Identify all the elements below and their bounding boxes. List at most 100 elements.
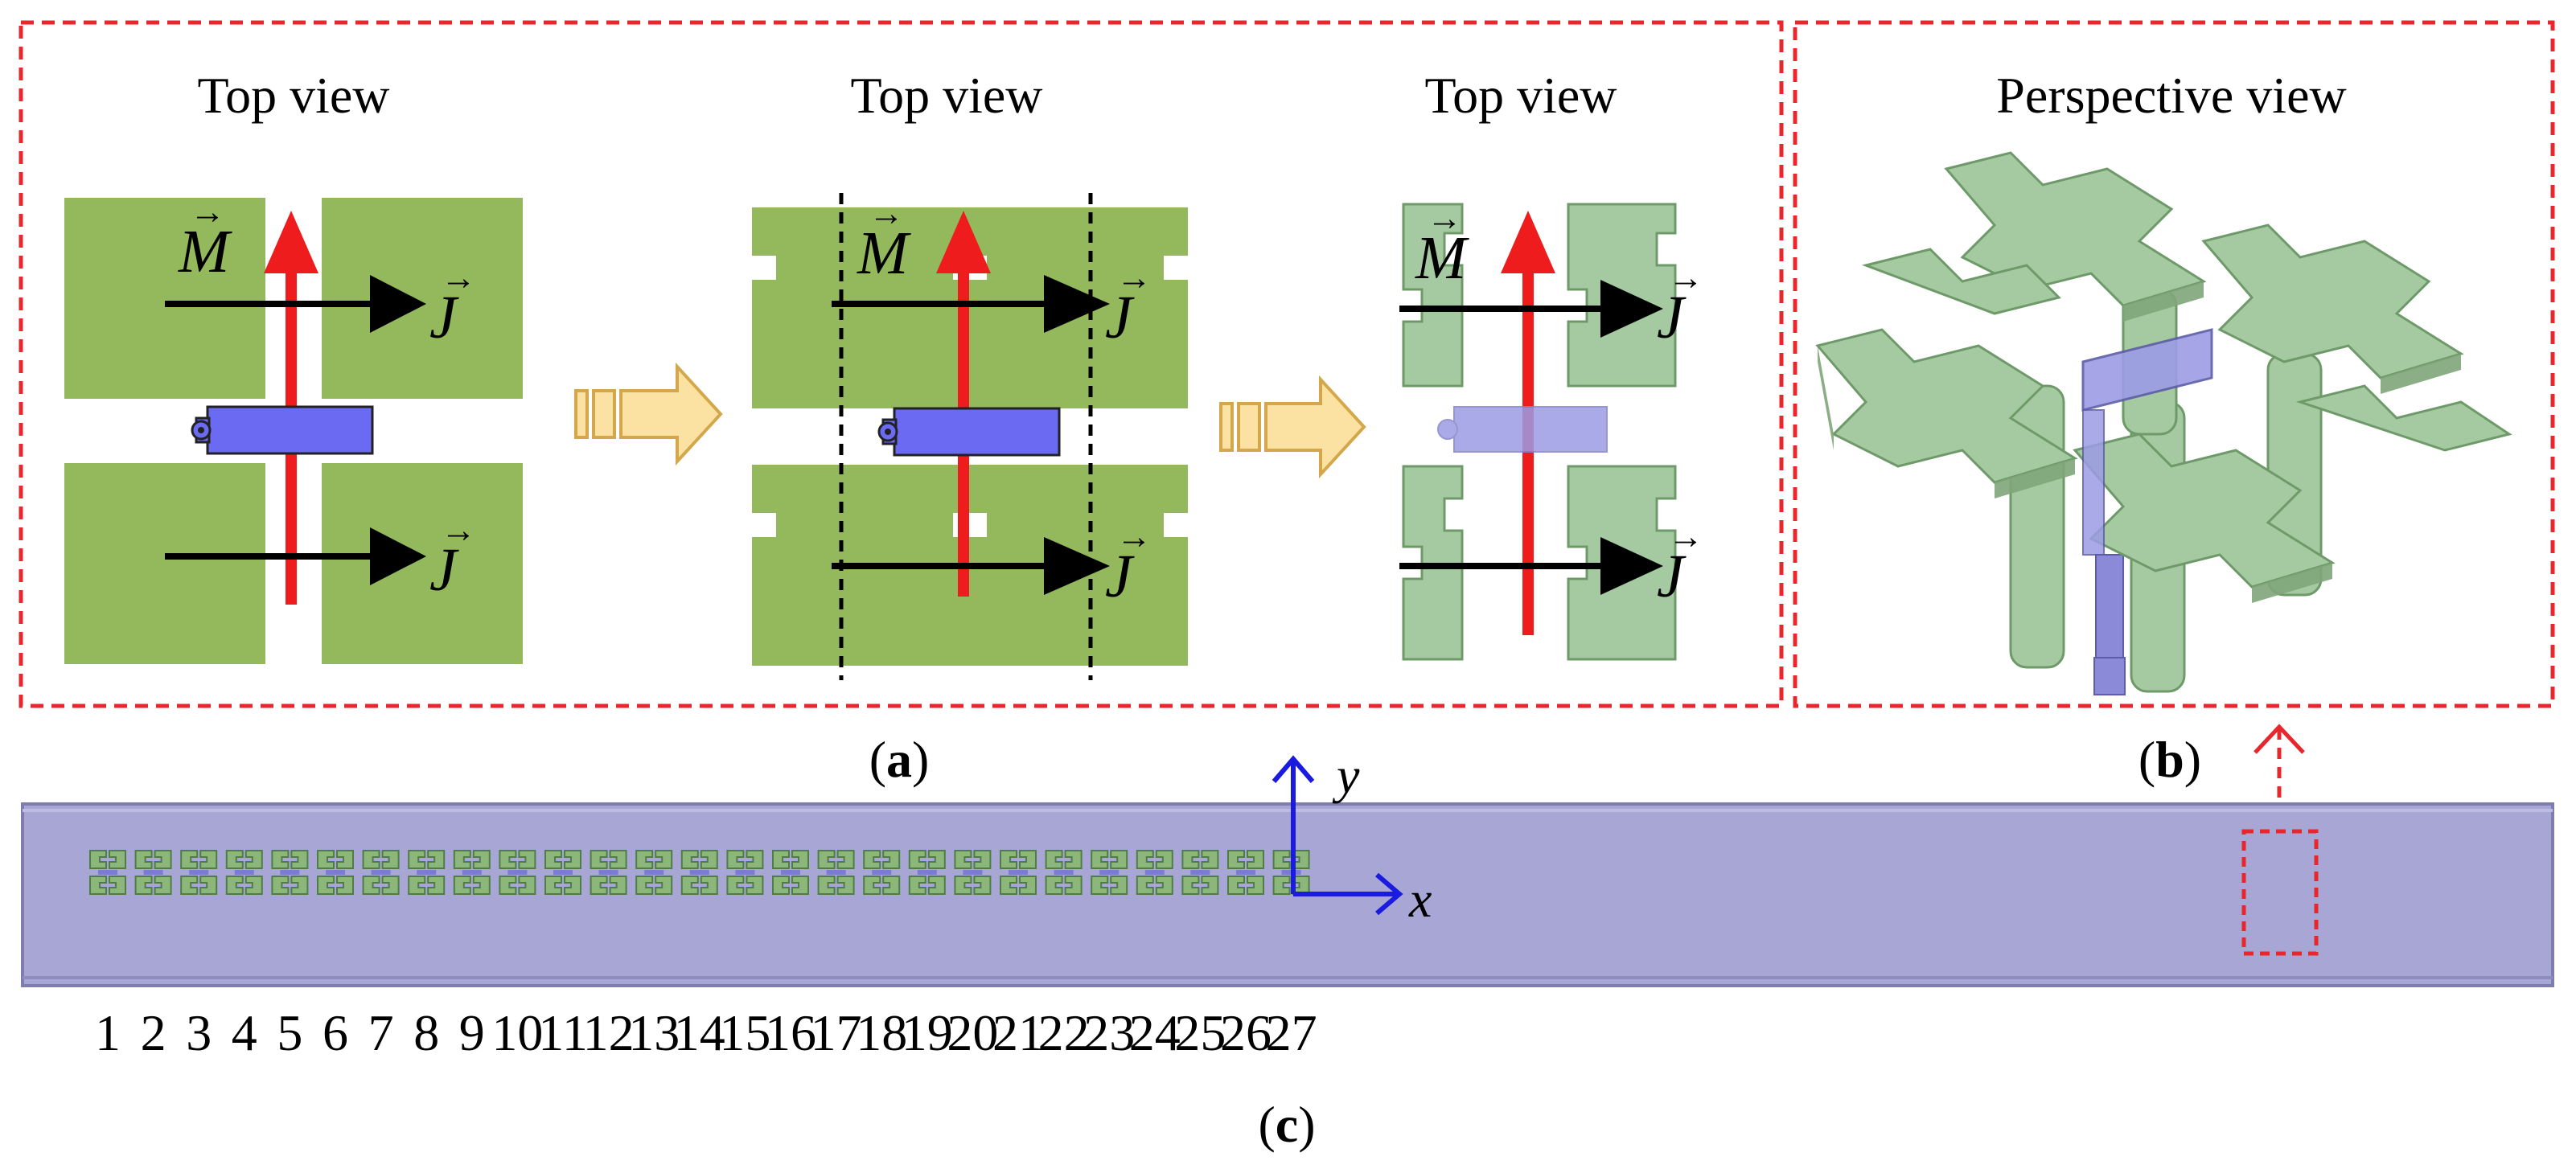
vector-J-label-top: J → [429, 258, 476, 351]
element-number: 11 [538, 1004, 588, 1061]
vector-J-label-top-2: J → [1105, 258, 1152, 351]
caption-b: (b) [2138, 731, 2201, 788]
svg-text:→: → [869, 194, 904, 233]
feed-port-3 [1437, 406, 1608, 453]
perspective-feed [2093, 554, 2126, 695]
panel-b-frame [1793, 20, 2555, 708]
panel-a: Top view M → J → [18, 20, 1784, 788]
element-number: 6 [323, 1004, 348, 1061]
top-view-3: Top view M → J → [1399, 67, 1703, 661]
highlight-box [2241, 829, 2319, 956]
element-number: 19 [902, 1004, 953, 1061]
svg-text:→: → [1116, 517, 1152, 556]
vector-J-label-top-3: J → [1657, 258, 1703, 351]
element-number: 4 [232, 1004, 257, 1061]
patch-bottom-right [322, 463, 523, 664]
caption-c: (c) [1258, 1096, 1315, 1153]
element-number: 15 [719, 1004, 770, 1061]
patch-top-left [64, 198, 265, 399]
element-number: 20 [947, 1004, 998, 1061]
perspective-port [2081, 328, 2213, 556]
substrate [21, 802, 2554, 987]
svg-text:→: → [1668, 517, 1703, 556]
x-axis-label: x [1408, 871, 1432, 928]
vector-J-label-bottom-2: J → [1105, 517, 1152, 610]
element-number: 25 [1174, 1004, 1226, 1061]
electric-current-arrowhead-top [370, 275, 426, 333]
element-number: 27 [1266, 1004, 1317, 1061]
vector-J-label-bottom-3: J → [1657, 517, 1703, 610]
svg-text:M: M [1415, 224, 1469, 292]
patch-top-right [322, 198, 523, 399]
panel-b: Perspective view [1793, 20, 2555, 836]
element-number: 14 [674, 1004, 725, 1061]
vector-J-label-bottom: J → [429, 511, 476, 604]
electric-current-arrowhead-bottom-3 [1600, 537, 1663, 595]
electric-current-arrowhead-bottom-2 [1044, 537, 1110, 595]
svg-text:J: J [1657, 543, 1687, 610]
element-number: 17 [811, 1004, 862, 1061]
element-number: 18 [856, 1004, 907, 1061]
transition-arrow-1 [574, 362, 723, 466]
element-number: 21 [992, 1004, 1044, 1061]
element-number: 10 [491, 1004, 543, 1061]
svg-text:→: → [190, 192, 225, 232]
caption-a: (a) [869, 731, 930, 788]
element-number: 24 [1129, 1004, 1181, 1061]
element-number: 22 [1038, 1004, 1090, 1061]
element-number: 3 [186, 1004, 212, 1061]
svg-text:→: → [1668, 258, 1703, 297]
element-number: 16 [765, 1004, 816, 1061]
top-view-1: Top view M → J → [64, 67, 523, 664]
vector-M-label-2: M → [857, 194, 911, 287]
svg-text:J: J [1105, 543, 1135, 610]
panel-a-frame [18, 20, 1784, 708]
element-number: 23 [1083, 1004, 1135, 1061]
vector-M-label-3: M → [1415, 199, 1469, 292]
element-number: 7 [368, 1004, 394, 1061]
svg-text:J: J [1657, 284, 1687, 351]
element-number: 26 [1220, 1004, 1272, 1061]
svg-text:→: → [1427, 199, 1462, 238]
electric-current-arrowhead-top-2 [1044, 275, 1110, 333]
magnetic-current-arrowhead [264, 211, 318, 273]
y-axis-arrowhead [1272, 755, 1315, 783]
svg-text:M: M [178, 218, 232, 285]
svg-text:M: M [857, 219, 911, 287]
vector-M-label: M → [178, 192, 232, 285]
coordinate-axes: x y [1272, 747, 1432, 928]
top-view-3-title: Top view [1424, 67, 1617, 124]
magnetic-current-arrowhead-2 [936, 211, 991, 273]
svg-text:→: → [441, 511, 476, 550]
slotted-patch-tl [1402, 203, 1464, 388]
zoom-connector-arrowhead [2253, 724, 2305, 754]
top-view-2-title: Top view [850, 67, 1042, 124]
svg-text:→: → [441, 258, 476, 297]
panel-b-title: Perspective view [1996, 67, 2346, 124]
element-number: 13 [628, 1004, 680, 1061]
feed-port-2 [877, 407, 1061, 457]
element-number: 5 [277, 1004, 302, 1061]
element-number: 1 [95, 1004, 121, 1061]
top-view-1-title: Top view [197, 67, 389, 124]
transition-arrow-2 [1219, 375, 1366, 479]
patch-bottom-left [64, 463, 265, 664]
magnetic-current-arrowhead-3 [1501, 211, 1555, 273]
y-axis-label: y [1332, 747, 1360, 804]
svg-text:J: J [429, 284, 459, 351]
electric-current-arrowhead-top-3 [1600, 280, 1663, 338]
feed-port [191, 405, 374, 455]
svg-text:→: → [1116, 258, 1152, 297]
element-number: 8 [413, 1004, 439, 1061]
electric-current-arrowhead-bottom [370, 527, 426, 585]
top-view-2: Top view M → [752, 67, 1188, 680]
svg-text:J: J [429, 536, 459, 604]
element-number: 2 [141, 1004, 166, 1061]
svg-text:J: J [1105, 284, 1135, 351]
element-number: 12 [583, 1004, 635, 1061]
perspective-model [1815, 151, 2512, 695]
element-number: 9 [459, 1004, 485, 1061]
